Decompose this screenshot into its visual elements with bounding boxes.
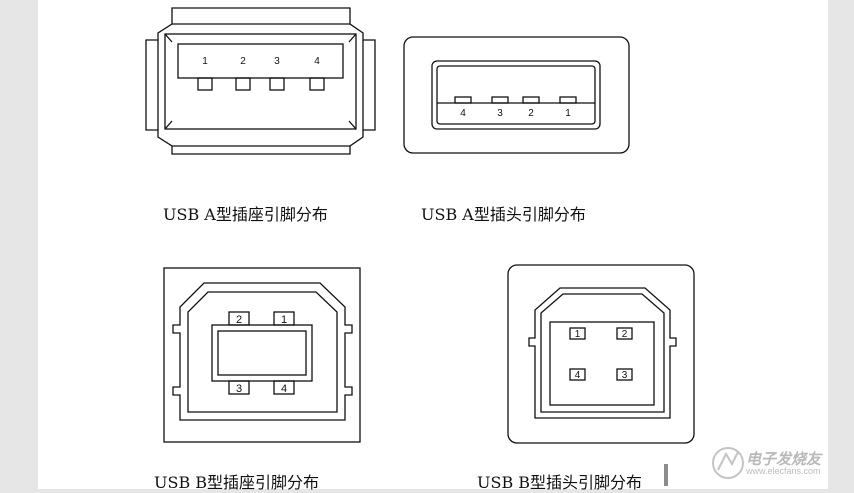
usb-b-plug-outer-shell	[528, 287, 677, 419]
usb-a-receptacle-inner-outline	[157, 23, 364, 147]
caption-usb-a-receptacle: USB A型插座引脚分布	[163, 205, 328, 224]
usb-a-plug-shell-inner	[436, 65, 596, 125]
usb-a-receptacle-cavity-bevel	[164, 33, 357, 130]
caption-usb-b-plug: USB B型插头引脚分布	[477, 473, 643, 492]
usb-b-receptacle-pin-4: 4	[281, 383, 287, 395]
usb-a-plug-pin-3: 3	[497, 108, 503, 119]
caption-usb-a-plug: USB A型插头引脚分布	[421, 205, 586, 224]
usb-b-plug-contact-3	[616, 368, 633, 381]
usb-b-receptacle-contact-1	[273, 311, 295, 326]
usb-a-plug-contact-1	[559, 96, 577, 104]
usb-b-plug-contact-4	[569, 368, 586, 381]
usb-a-plug-contact-2	[522, 96, 540, 104]
usb-b-plug-body	[507, 264, 695, 444]
usb-b-plug-center-block	[549, 321, 655, 406]
cursor-caret	[664, 464, 668, 486]
usb-b-plug-mid-shell	[540, 293, 665, 413]
usb-b-plug-contact-2	[616, 327, 633, 340]
usb-b-receptacle-pin-3: 3	[236, 383, 242, 395]
usb-b-plug-pin-4: 4	[575, 370, 581, 381]
usb-b-plug-pin-1: 1	[575, 329, 581, 340]
usb-a-plug-contact-3	[491, 96, 509, 104]
usb-b-receptacle-outer-shell	[172, 282, 353, 421]
usb-a-receptacle-cavity	[164, 33, 357, 130]
usb-a-plug-shell	[431, 60, 601, 130]
watermark-logo-icon	[712, 447, 744, 479]
usb-a-plug-pin-4: 4	[460, 108, 466, 119]
usb-b-receptacle-contact-4	[273, 380, 295, 395]
usb-a-plug-contact-4	[454, 96, 472, 104]
usb-b-receptacle-center-inner	[217, 330, 307, 376]
usb-b-receptacle-inner-shell	[187, 291, 338, 413]
usb-b-receptacle-contact-2	[228, 311, 250, 326]
document-page: 1 2 3 4 4 3 2 1	[38, 0, 828, 489]
usb-a-receptacle-tongue	[177, 43, 344, 79]
watermark-text: 电子发烧友	[746, 450, 822, 468]
usb-b-receptacle-frame	[163, 267, 361, 443]
usb-a-receptacle-outline	[145, 7, 376, 155]
usb-a-receptacle-pin-4: 4	[314, 56, 320, 67]
usb-a-receptacle-drawing: 1 2 3 4	[145, 7, 376, 155]
usb-pinout-diagram: 1 2 3 4 4 3 2 1	[145, 7, 695, 444]
watermark-url: www.elecfans.com	[746, 466, 821, 476]
usb-a-plug-pin-1: 1	[565, 108, 571, 119]
usb-b-plug-contact-1	[569, 327, 586, 340]
usb-b-receptacle-drawing: 2 1 3 4	[163, 267, 361, 443]
usb-a-plug-body	[403, 36, 630, 154]
usb-b-receptacle-contact-3	[228, 380, 250, 395]
usb-b-plug-pin-2: 2	[622, 329, 628, 340]
caption-usb-b-receptacle: USB B型插座引脚分布	[154, 473, 320, 492]
usb-a-receptacle-contact-3	[269, 77, 285, 91]
usb-b-receptacle-pin-2: 2	[236, 314, 242, 326]
usb-a-receptacle-contact-1	[197, 77, 213, 91]
usb-a-receptacle-contact-2	[235, 77, 251, 91]
usb-b-receptacle-center-block	[211, 324, 313, 382]
usb-b-plug-drawing: 1 2 4 3	[507, 264, 695, 444]
usb-b-plug-pin-3: 3	[622, 370, 628, 381]
usb-a-receptacle-contact-4	[309, 77, 325, 91]
usb-a-receptacle-pin-3: 3	[274, 56, 280, 67]
usb-b-receptacle-pin-1: 1	[281, 314, 287, 326]
usb-a-receptacle-pin-2: 2	[240, 56, 246, 67]
usb-a-plug-drawing: 4 3 2 1	[403, 36, 630, 154]
usb-a-plug-pin-2: 2	[528, 108, 534, 119]
usb-a-receptacle-pin-1: 1	[202, 56, 208, 67]
